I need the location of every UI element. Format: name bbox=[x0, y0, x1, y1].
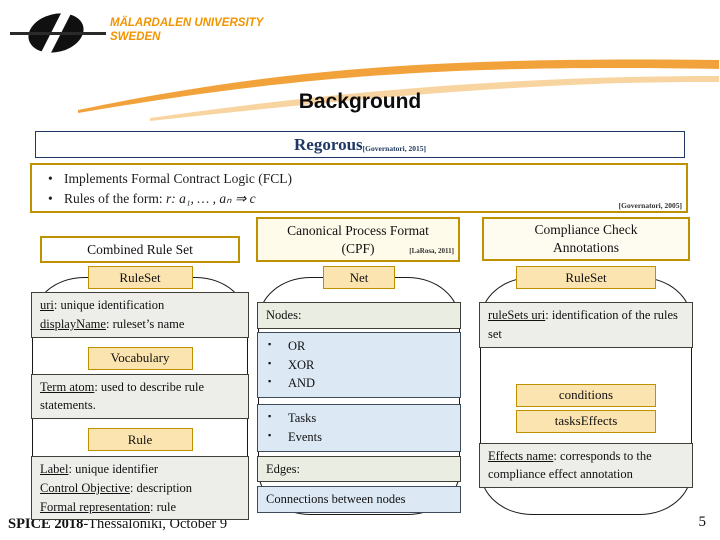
node-kind-tasks: Tasks bbox=[262, 409, 456, 428]
nodes-header-bar: Nodes: bbox=[257, 302, 461, 329]
cpf-title-line2: (CPF) bbox=[341, 240, 375, 256]
tab-net: Net bbox=[323, 266, 395, 289]
attribute-term-atom: Term atom: used to describe rule stateme… bbox=[40, 379, 205, 413]
swoosh-decoration bbox=[78, 59, 719, 121]
bullet-item-fcl: Implements Formal Contract Logic (FCL) bbox=[46, 169, 676, 189]
university-logo: MÄLARDALEN UNIVERSITY SWEDEN bbox=[10, 7, 270, 60]
ruleset-attributes-box: uri: unique identification displayName: … bbox=[31, 292, 249, 338]
compliance-annotations-title-box: Compliance Check Annotations bbox=[482, 217, 690, 261]
regorous-description-box: Implements Formal Contract Logic (FCL) R… bbox=[30, 163, 688, 213]
regorous-citation: [Governatori, 2015] bbox=[362, 144, 426, 153]
node-kind-events: Events bbox=[262, 428, 456, 447]
cpf-title-box: Canonical Process Format (CPF) [LaRosa, … bbox=[256, 217, 460, 262]
tab-ruleset-right: RuleSet bbox=[516, 266, 656, 289]
attribute-uri: uri: unique identification bbox=[40, 298, 165, 312]
university-name: MÄLARDALEN UNIVERSITY SWEDEN bbox=[110, 16, 263, 45]
node-type-xor: XOR bbox=[262, 356, 456, 375]
tab-ruleset: RuleSet bbox=[87, 266, 193, 289]
vocabulary-attributes-box: Term atom: used to describe rule stateme… bbox=[31, 373, 249, 419]
attribute-effects-name: Effects name: corresponds to the complia… bbox=[488, 448, 652, 482]
edges-header-bar: Edges: bbox=[257, 455, 461, 483]
attribute-formal-representation: Formal representation: rule bbox=[40, 499, 177, 514]
attribute-control-objective: Control Objective: description bbox=[40, 480, 193, 495]
tab-taskseffects: tasksEffects bbox=[516, 409, 656, 433]
combined-rule-set-title-box: Combined Rule Set bbox=[40, 236, 240, 263]
tab-conditions: conditions bbox=[516, 383, 656, 407]
attribute-label: Label: unique identifier bbox=[40, 462, 159, 476]
node-type-and: AND bbox=[262, 374, 456, 393]
rulesets-uri-box: ruleSets uri: identification of the rule… bbox=[479, 302, 693, 348]
compliance-title-line2: Annotations bbox=[553, 240, 619, 255]
effects-name-box: Effects name: corresponds to the complia… bbox=[479, 442, 693, 488]
logo-line-shape bbox=[10, 32, 106, 35]
tab-vocabulary: Vocabulary bbox=[87, 346, 193, 370]
tab-rule: Rule bbox=[87, 428, 193, 451]
node-gateways-box: OR XOR AND bbox=[257, 331, 461, 398]
slide-title: Background bbox=[298, 90, 422, 113]
node-type-or: OR bbox=[262, 337, 456, 356]
net-schema-container: Net Nodes: OR XOR AND Tasks Events Edges… bbox=[257, 266, 461, 515]
bullet-item-rules: Rules of the form: r: a₁, … , aₙ ⇒ c bbox=[46, 189, 676, 209]
ruleset-schema-container: RuleSet uri: unique identification displ… bbox=[31, 266, 249, 521]
node-kinds-box: Tasks Events bbox=[257, 404, 461, 452]
university-name-line2: SWEDEN bbox=[110, 31, 161, 44]
rules-prefix: Rules of the form: bbox=[64, 190, 166, 206]
university-name-line1: MÄLARDALEN UNIVERSITY bbox=[110, 17, 264, 29]
cpf-title-line1: Canonical Process Format bbox=[287, 222, 429, 238]
regorous-title: Regorous bbox=[294, 134, 363, 154]
rule-attributes-box: Label: unique identifier Control Objecti… bbox=[31, 456, 249, 521]
compliance-title-line1: Compliance Check bbox=[534, 222, 638, 238]
regorous-header-box: Regorous [Governatori, 2015] bbox=[35, 131, 685, 158]
fcl-citation: [Governatori, 2005] bbox=[618, 201, 682, 210]
attribute-rulesets-uri: ruleSets uri: identification of the rule… bbox=[488, 308, 678, 341]
rules-formula: r: a₁, … , aₙ ⇒ c bbox=[165, 190, 256, 206]
annotations-schema-container: RuleSet ruleSets uri: identification of … bbox=[479, 266, 693, 515]
edges-description-box: Connections between nodes bbox=[257, 486, 461, 513]
cpf-citation: [LaRosa, 2011] bbox=[409, 246, 454, 255]
attribute-displayname: displayName: ruleset’s name bbox=[40, 316, 185, 331]
page-number: 5 bbox=[698, 514, 707, 530]
